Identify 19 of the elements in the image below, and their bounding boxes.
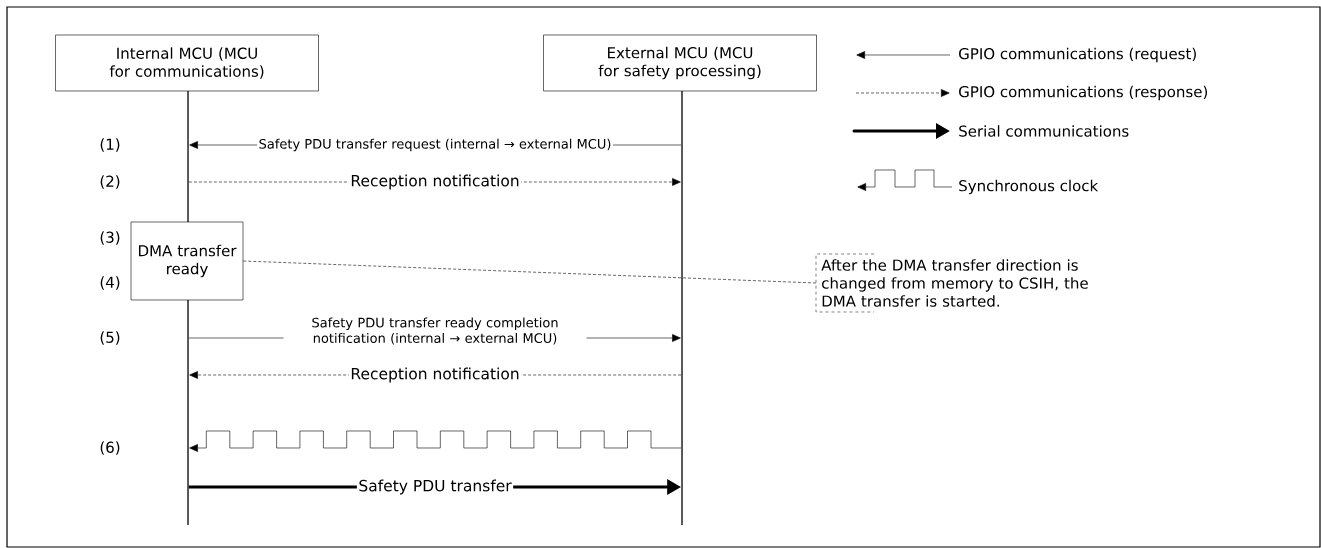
legend-label: Synchronous clock [959,179,1099,195]
clock-signal-arrow [189,430,682,452]
leader-line [243,260,817,284]
edge-label: Safety PDU transfer request (internal → external MCU) [257,137,613,153]
edge-label: Safety PDU transfer [356,478,514,496]
legend-label: Serial communications [959,125,1129,137]
edge-label: Reception notification [348,173,522,191]
legend-label: GPIO communications (response) [959,85,1208,101]
process-box: DMA transfer ready [130,221,244,301]
note-text: After the DMA transfer direction is changed from memory to CSIH, the DMA transfer is started. [815,253,1088,313]
edge-label: Safety PDU transfer ready completion notification (internal → external MCU) [283,315,587,347]
step-number: (1) [100,138,120,152]
step-number: (2) [100,175,120,189]
edge-label: Reception notification [348,366,522,384]
step-number: (5) [100,331,120,345]
process-box: Internal MCU (MCU for communications) [55,34,319,92]
step-number: (6) [100,441,120,455]
process-box: External MCU (MCU for safety processing) [543,34,817,92]
legend-label: GPIO communications (request) [959,47,1196,63]
